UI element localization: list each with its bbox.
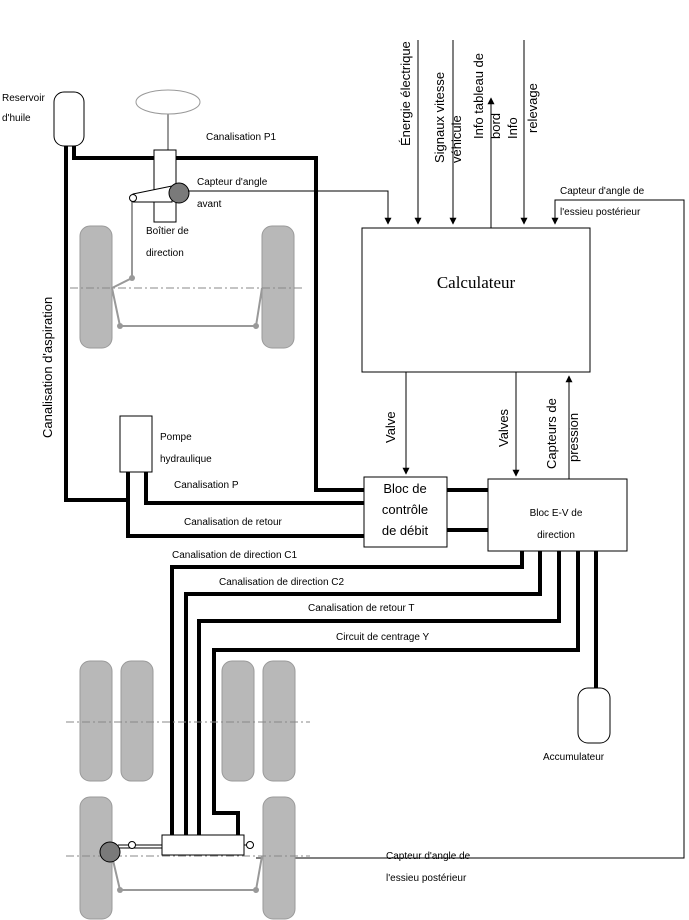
canal-retour-t-label: Canalisation de retour T — [308, 603, 415, 614]
front-angle-sensor-icon — [168, 182, 190, 204]
pitman-arm-joint — [129, 194, 137, 202]
pump-box — [119, 415, 153, 473]
steering-wheel — [135, 89, 201, 115]
capteur-avant-label-2: avant — [197, 199, 222, 210]
reservoir-tank-icon — [53, 91, 85, 147]
rear-axles — [66, 660, 310, 920]
bloc-debit-label-2: contrôle — [382, 502, 428, 517]
canal-c2-label: Canalisation de direction C2 — [219, 577, 345, 588]
front-axle — [70, 200, 305, 349]
line-retour — [126, 472, 364, 538]
rear1-tire-3 — [221, 660, 255, 782]
info-tableau-label-1: Info tableau de — [471, 53, 486, 139]
boitier-label-1: Boîtier de — [146, 226, 189, 237]
canal-c1-label: Canalisation de direction C1 — [172, 550, 298, 561]
bloc-ev-label-2: direction — [537, 530, 575, 541]
rear-hydraulic-lines — [170, 551, 598, 835]
upper-hydraulic-lines — [64, 146, 488, 538]
pitman-arm — [132, 185, 173, 203]
line-c1 — [170, 551, 524, 835]
rear-cylinder-joint-right — [246, 841, 254, 849]
info-relevage-label-1: Info — [505, 117, 520, 139]
line-p1-right — [176, 156, 364, 492]
signal-rear-angle — [256, 199, 685, 859]
capteur-post-top-label-1: Capteur d'angle de — [560, 186, 645, 197]
accumulator-icon — [577, 687, 611, 744]
line-p — [144, 472, 364, 505]
ev-direction-block — [487, 478, 628, 552]
capteur-post-top-label-2: l'essieu postérieur — [560, 207, 641, 218]
pompe-label-2: hydraulique — [160, 454, 212, 465]
bloc-debit-label-3: de débit — [382, 523, 429, 538]
rear-linkage-joint-right — [253, 887, 259, 893]
bloc-debit-label-1: Bloc de — [383, 481, 426, 496]
canal-retour-label: Canalisation de retour — [184, 517, 283, 528]
canal-p1-label: Canalisation P1 — [206, 132, 276, 143]
line-retour-t — [197, 551, 561, 835]
capteur-post-bottom-label-2: l'essieu postérieur — [386, 873, 467, 884]
rear-steering-cylinder — [161, 834, 245, 856]
front-left-tire — [79, 225, 113, 349]
canal-p-label: Canalisation P — [174, 480, 239, 491]
boitier-label-2: direction — [146, 248, 184, 259]
line-c2 — [184, 551, 542, 835]
energie-label: Énergie électrique — [398, 41, 413, 146]
signaux-label-2: véhicule — [449, 115, 464, 163]
front-linkage-joint-bottom-right — [253, 323, 259, 329]
rear-angle-sensor-icon — [99, 841, 121, 863]
rear1-tire-2 — [120, 660, 154, 782]
rear1-tire-1 — [79, 660, 113, 782]
capteurs-pression-label-2: pression — [566, 413, 581, 462]
valve-label: Valve — [383, 411, 398, 443]
rear-cylinder-joint-left — [128, 841, 136, 849]
rear1-tire-4 — [262, 660, 296, 782]
circuit-y-label: Circuit de centrage Y — [336, 632, 430, 643]
valves-label: Valves — [496, 408, 511, 447]
front-right-tire — [261, 225, 295, 349]
line-p1-left — [72, 146, 154, 160]
canal-aspiration-label: Canalisation d'aspiration — [40, 297, 55, 438]
line-aspiration — [64, 146, 128, 502]
signaux-label-1: Signaux vitesse — [432, 72, 447, 163]
calculateur-label: Calculateur — [437, 273, 516, 292]
reservoir-label-1: Reservoir — [2, 93, 45, 104]
front-linkage-joint-bottom-left — [117, 323, 123, 329]
capteur-post-bottom-label-1: Capteur d'angle de — [386, 851, 471, 862]
info-tableau-label-2: bord — [488, 113, 503, 139]
line-centrage-y — [212, 551, 580, 835]
front-steering-linkage — [110, 200, 263, 327]
capteurs-pression-label-1: Capteurs de — [544, 398, 559, 469]
info-relevage-label-2: relevage — [525, 83, 540, 133]
rear2-tire-right — [262, 796, 296, 920]
calculateur-box — [361, 227, 591, 373]
pompe-label-1: Pompe — [160, 432, 192, 443]
rear-linkage-joint-left — [117, 887, 123, 893]
accumulateur-label: Accumulateur — [543, 752, 605, 763]
reservoir-label-2: d'huile — [2, 113, 31, 124]
capteur-avant-label-1: Capteur d'angle — [197, 177, 268, 188]
flow-control-block — [363, 476, 448, 548]
signal-lines — [188, 40, 685, 859]
bloc-ev-label-1: Bloc E-V de — [530, 508, 583, 519]
rear-steering-linkage — [111, 855, 263, 891]
front-linkage-joint-left — [129, 275, 135, 281]
signal-front-angle — [188, 190, 392, 225]
